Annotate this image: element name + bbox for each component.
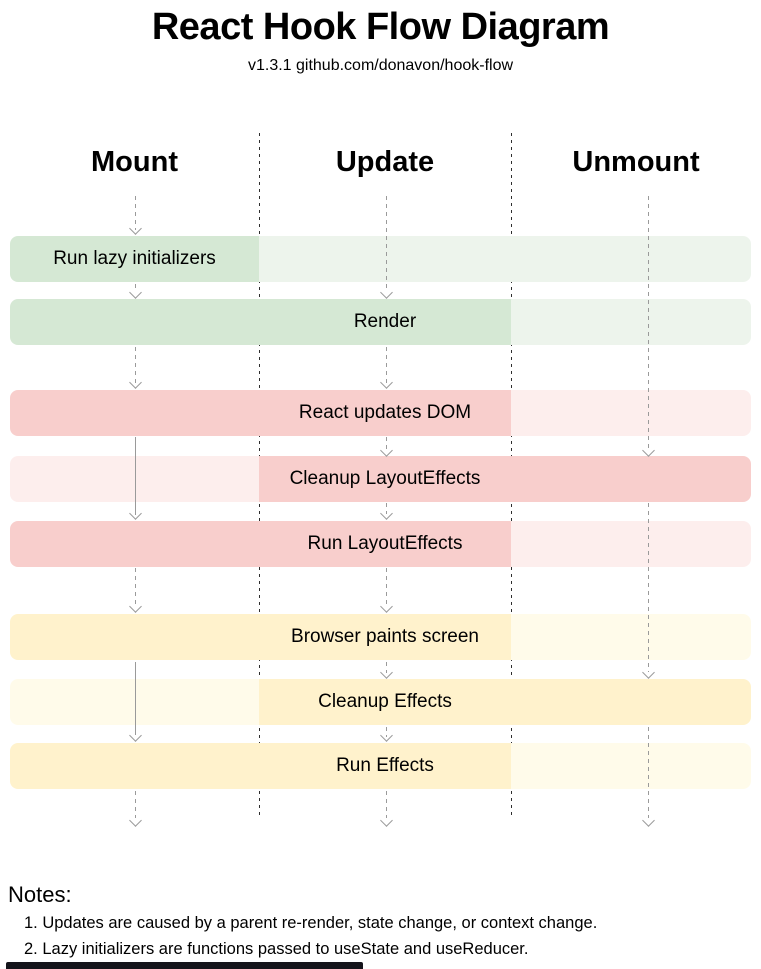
column-header-update: Update — [335, 146, 435, 178]
flow-line — [135, 284, 136, 292]
column-header-mount: Mount — [91, 146, 178, 178]
flow-line — [386, 196, 387, 292]
flow-line — [648, 196, 649, 448]
note-item: 2. Lazy initializers are functions passe… — [24, 940, 529, 958]
flow-line — [386, 347, 387, 383]
band-label: Cleanup LayoutEffects — [289, 468, 481, 489]
arrowhead-icon — [129, 729, 142, 742]
flow-line — [386, 662, 387, 673]
band-label: Cleanup Effects — [318, 691, 452, 712]
flow-line — [386, 791, 387, 818]
arrowhead-icon — [642, 444, 655, 457]
band-label: Run lazy initializers — [53, 248, 216, 269]
flow-line — [135, 662, 136, 735]
band-run-effects: Run Effects — [10, 743, 751, 789]
band-cleanup-effects: Cleanup Effects — [10, 679, 751, 725]
flow-line — [135, 196, 136, 230]
arrowhead-icon — [380, 507, 393, 520]
page-title: React Hook Flow Diagram — [151, 6, 610, 48]
arrowhead-icon — [380, 376, 393, 389]
arrowhead-icon — [380, 600, 393, 613]
flow-line — [135, 568, 136, 606]
arrowhead-icon — [380, 814, 393, 827]
arrowhead-icon — [380, 666, 393, 679]
flow-line — [135, 791, 136, 818]
notes-heading: Notes: — [8, 882, 72, 907]
clipped-bottom-element — [6, 962, 363, 969]
band-label: React updates DOM — [298, 402, 472, 423]
arrowhead-icon — [129, 376, 142, 389]
flow-line — [648, 727, 649, 818]
band-run-layouteffects: Run LayoutEffects — [10, 521, 751, 567]
band-run-lazy-initializers: Run lazy initializers — [10, 236, 751, 282]
band-label: Render — [353, 311, 417, 332]
arrowhead-icon — [380, 444, 393, 457]
flow-line — [386, 503, 387, 514]
flow-line — [386, 437, 387, 449]
arrowhead-icon — [642, 666, 655, 679]
arrowhead-icon — [380, 286, 393, 299]
band-browser-paints-screen: Browser paints screen — [10, 614, 751, 660]
band-cleanup-layouteffects: Cleanup LayoutEffects — [10, 456, 751, 502]
arrowhead-icon — [380, 729, 393, 742]
arrowhead-icon — [642, 814, 655, 827]
band-label: Run Effects — [336, 755, 434, 776]
flow-line — [135, 437, 136, 515]
flow-line — [386, 568, 387, 606]
flow-line — [648, 503, 649, 672]
flow-line — [386, 727, 387, 737]
band-label: Browser paints screen — [291, 626, 479, 647]
arrowhead-icon — [129, 286, 142, 299]
arrowhead-icon — [129, 600, 142, 613]
flow-line — [135, 347, 136, 383]
band-label: Run LayoutEffects — [307, 533, 463, 554]
arrowhead-icon — [129, 222, 142, 235]
arrowhead-icon — [129, 814, 142, 827]
page-subtitle: v1.3.1 github.com/donavon/hook-flow — [247, 57, 514, 74]
note-item: 1. Updates are caused by a parent re-ren… — [24, 914, 598, 932]
band-render: Render — [10, 299, 751, 345]
band-react-updates-dom: React updates DOM — [10, 390, 751, 436]
arrowhead-icon — [129, 507, 142, 520]
column-header-unmount: Unmount — [572, 146, 700, 178]
